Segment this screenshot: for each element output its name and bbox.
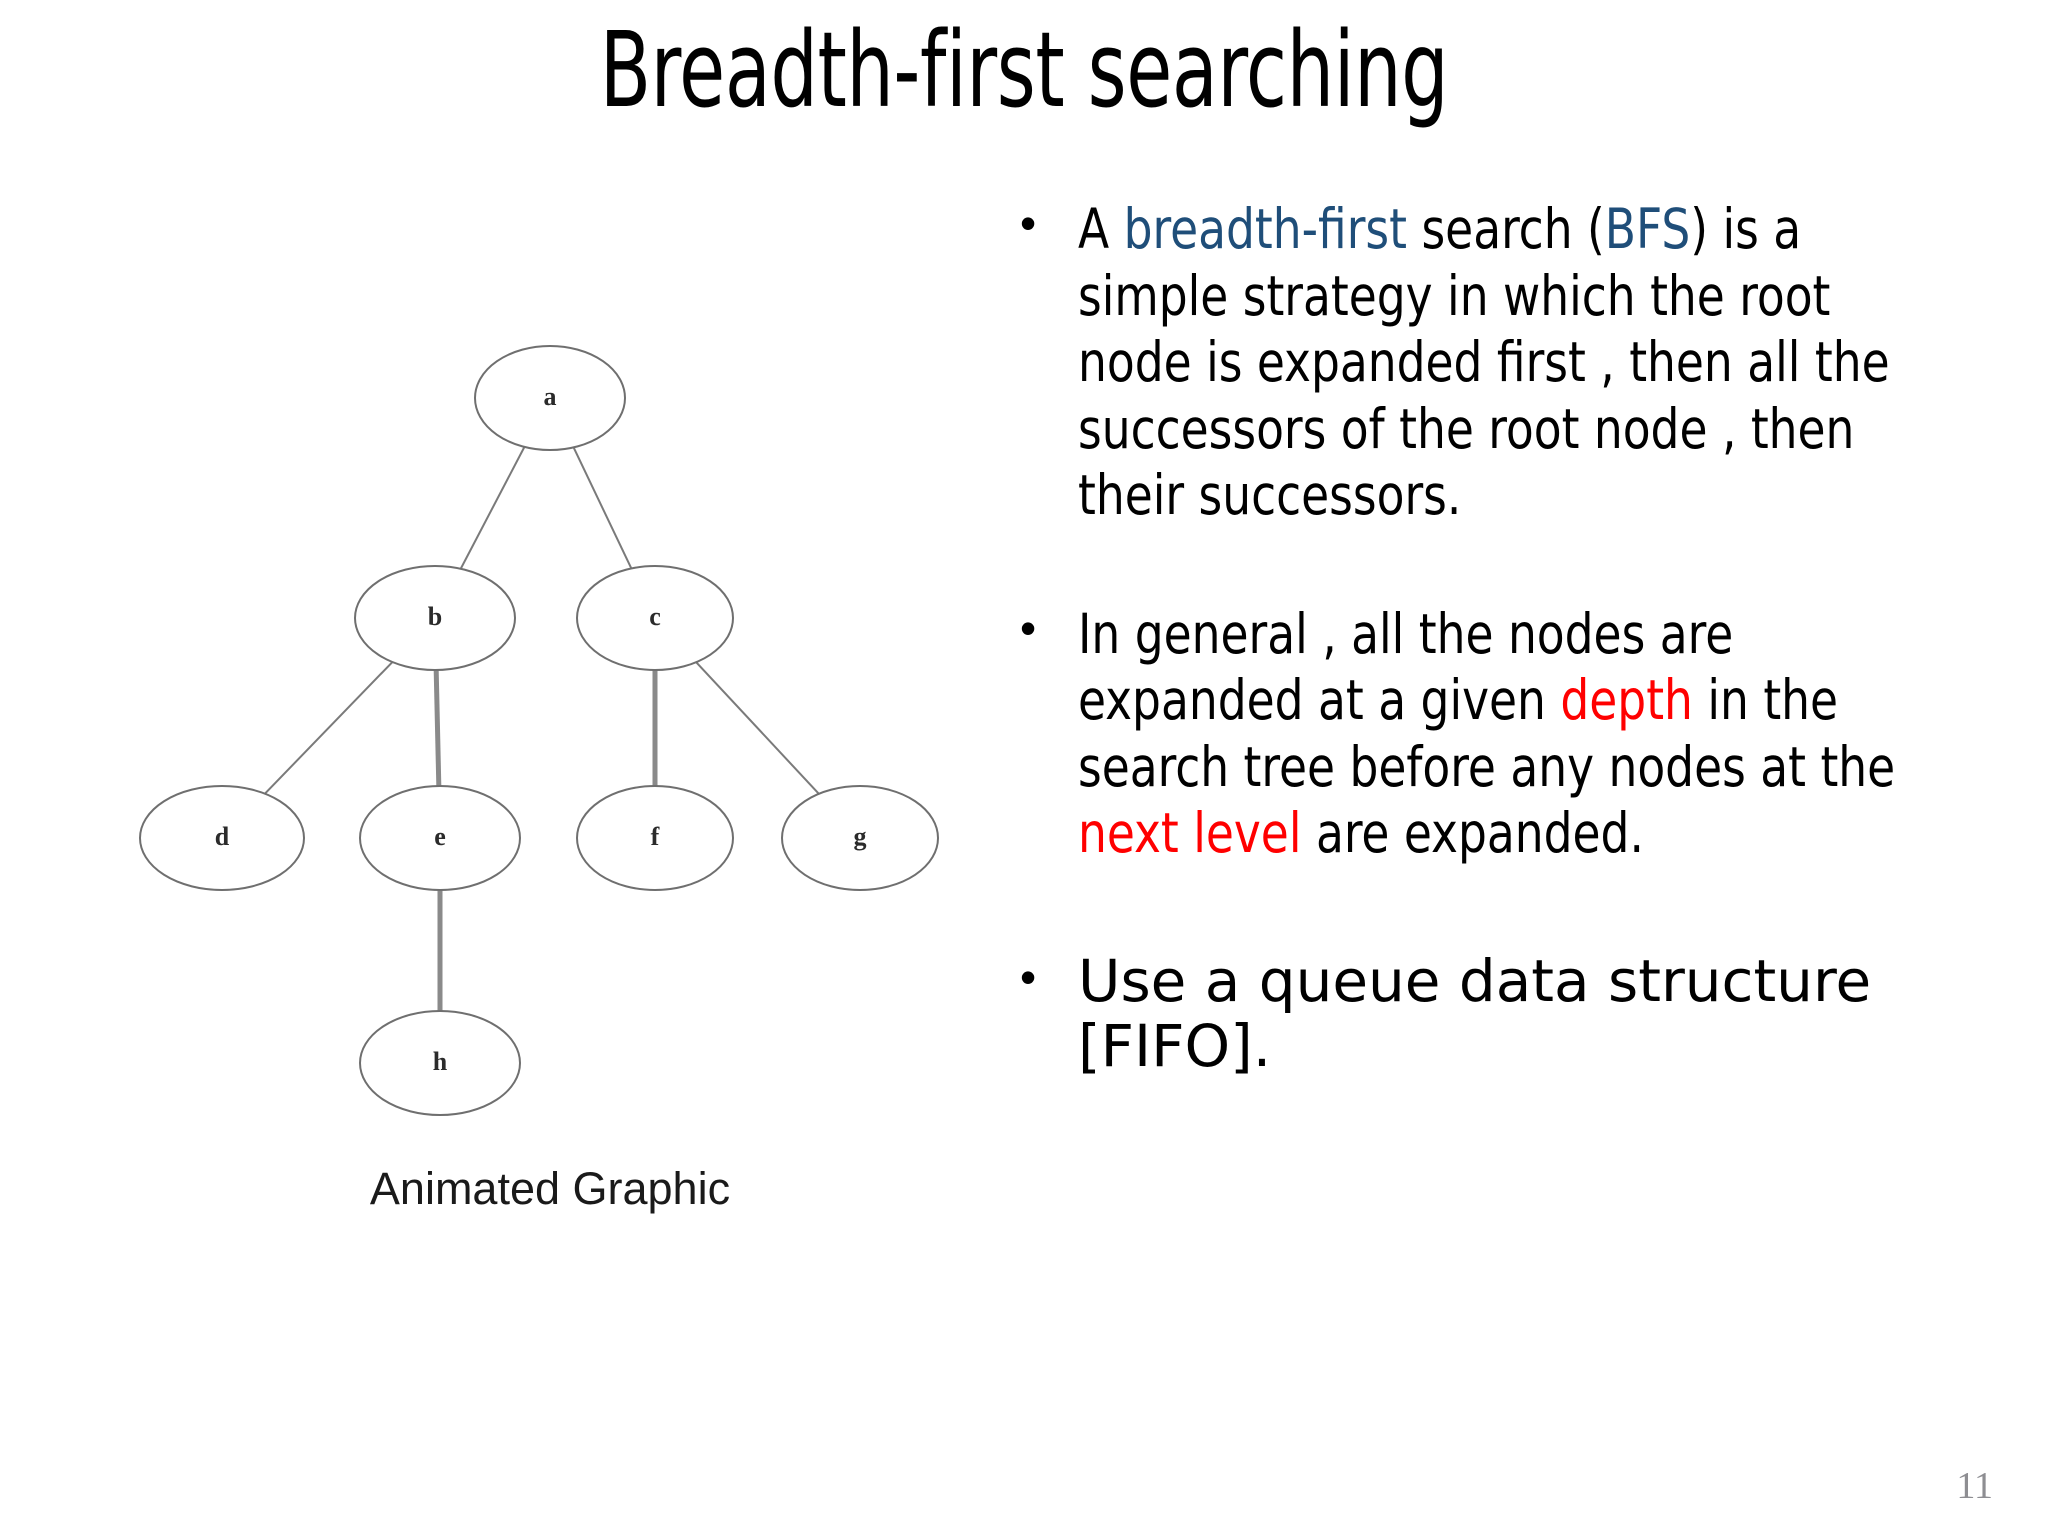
tree-node-d: d (139, 785, 305, 891)
bullet-item-1: • A breadth-first search (BFS) is a simpl… (1010, 196, 2020, 529)
tree-node-shape-a (474, 345, 626, 451)
bullet-list: • A breadth-first search (BFS) is a simpl… (1010, 196, 2020, 1079)
tree-node-g: g (781, 785, 939, 891)
bullet-2-segment-5: are expanded. (1301, 801, 1644, 866)
tree-node-label-c: c (649, 602, 661, 631)
bullet-marker-icon: • (1020, 950, 1037, 1003)
tree-edge-c-g (695, 661, 820, 795)
tree-node-shape-h (359, 1010, 521, 1116)
tree-node-shape-c (576, 565, 734, 671)
bullet-2-segment-1: In general , all the nodes are expanded … (1078, 601, 1734, 733)
tree-edge-a-c (572, 446, 633, 569)
bullet-1-segment-1: A (1078, 197, 1124, 261)
page-number: 11 (1956, 1465, 1993, 1507)
bullet-2-segment-3: in the search tree before any nodes at t… (1078, 668, 1896, 799)
tree-node-label-d: d (215, 822, 230, 851)
tree-edge-b-e (433, 669, 442, 787)
tree-node-f: f (576, 785, 734, 891)
tree-node-b: b (354, 565, 516, 671)
bullet-text-2: In general , all the nodes are expanded … (1078, 601, 1945, 867)
bullet-1-segment-3: search ( (1407, 197, 1605, 261)
page-title: Breadth-first searching (599, 9, 1449, 131)
bullet-text-3: Use a queue data structure [FIFO]. (1078, 946, 2020, 1080)
tree-node-label-g: g (854, 822, 867, 851)
tree-svg: a b c d e f g h (139, 345, 939, 1116)
tree-node-label-f: f (651, 822, 660, 851)
tree-node-label-h: h (433, 1047, 448, 1076)
tree-node-shape-e (359, 785, 521, 891)
tree-node-shape-b (354, 565, 516, 671)
tree-edge-a-b (459, 446, 526, 570)
tree-node-shape-f (576, 785, 734, 891)
search-tree-graphic: a b c d e f g h (130, 318, 970, 1158)
bullet-text-1: A breadth-first search (BFS) is a simple… (1078, 196, 1945, 529)
bullet-1-segment-4: BFS (1604, 197, 1691, 261)
tree-node-h: h (359, 1010, 521, 1116)
tree-node-label-e: e (434, 822, 446, 851)
tree-node-e: e (359, 785, 521, 891)
tree-node-group: a b c d e f g h (139, 345, 939, 1116)
bullet-1-segment-5: ) is a simple strategy in which the root… (1078, 197, 1890, 528)
tree-edge-b-d (264, 661, 394, 795)
bullet-1-segment-2: breadth-first (1123, 197, 1408, 261)
graphic-caption: Animated Graphic (369, 1163, 731, 1214)
tree-node-a: a (474, 345, 626, 451)
bullet-marker-icon: • (1020, 601, 1037, 654)
bullet-2-segment-4: next level (1078, 801, 1302, 866)
bullet-2-segment-2: depth (1560, 668, 1693, 733)
tree-edge-group (264, 446, 820, 1011)
tree-node-label-b: b (428, 602, 442, 631)
tree-node-c: c (576, 565, 734, 671)
bullet-item-2: • In general , all the nodes are expande… (1010, 601, 2020, 867)
bullet-marker-icon: • (1020, 197, 1037, 249)
tree-node-label-a: a (544, 382, 557, 411)
tree-node-shape-d (139, 785, 305, 891)
bullet-item-3: • Use a queue data structure [FIFO]. (1010, 946, 2020, 1080)
bullet-3-segment-1: Use a queue data structure [FIFO]. (1078, 946, 1872, 1080)
tree-node-shape-g (781, 785, 939, 891)
